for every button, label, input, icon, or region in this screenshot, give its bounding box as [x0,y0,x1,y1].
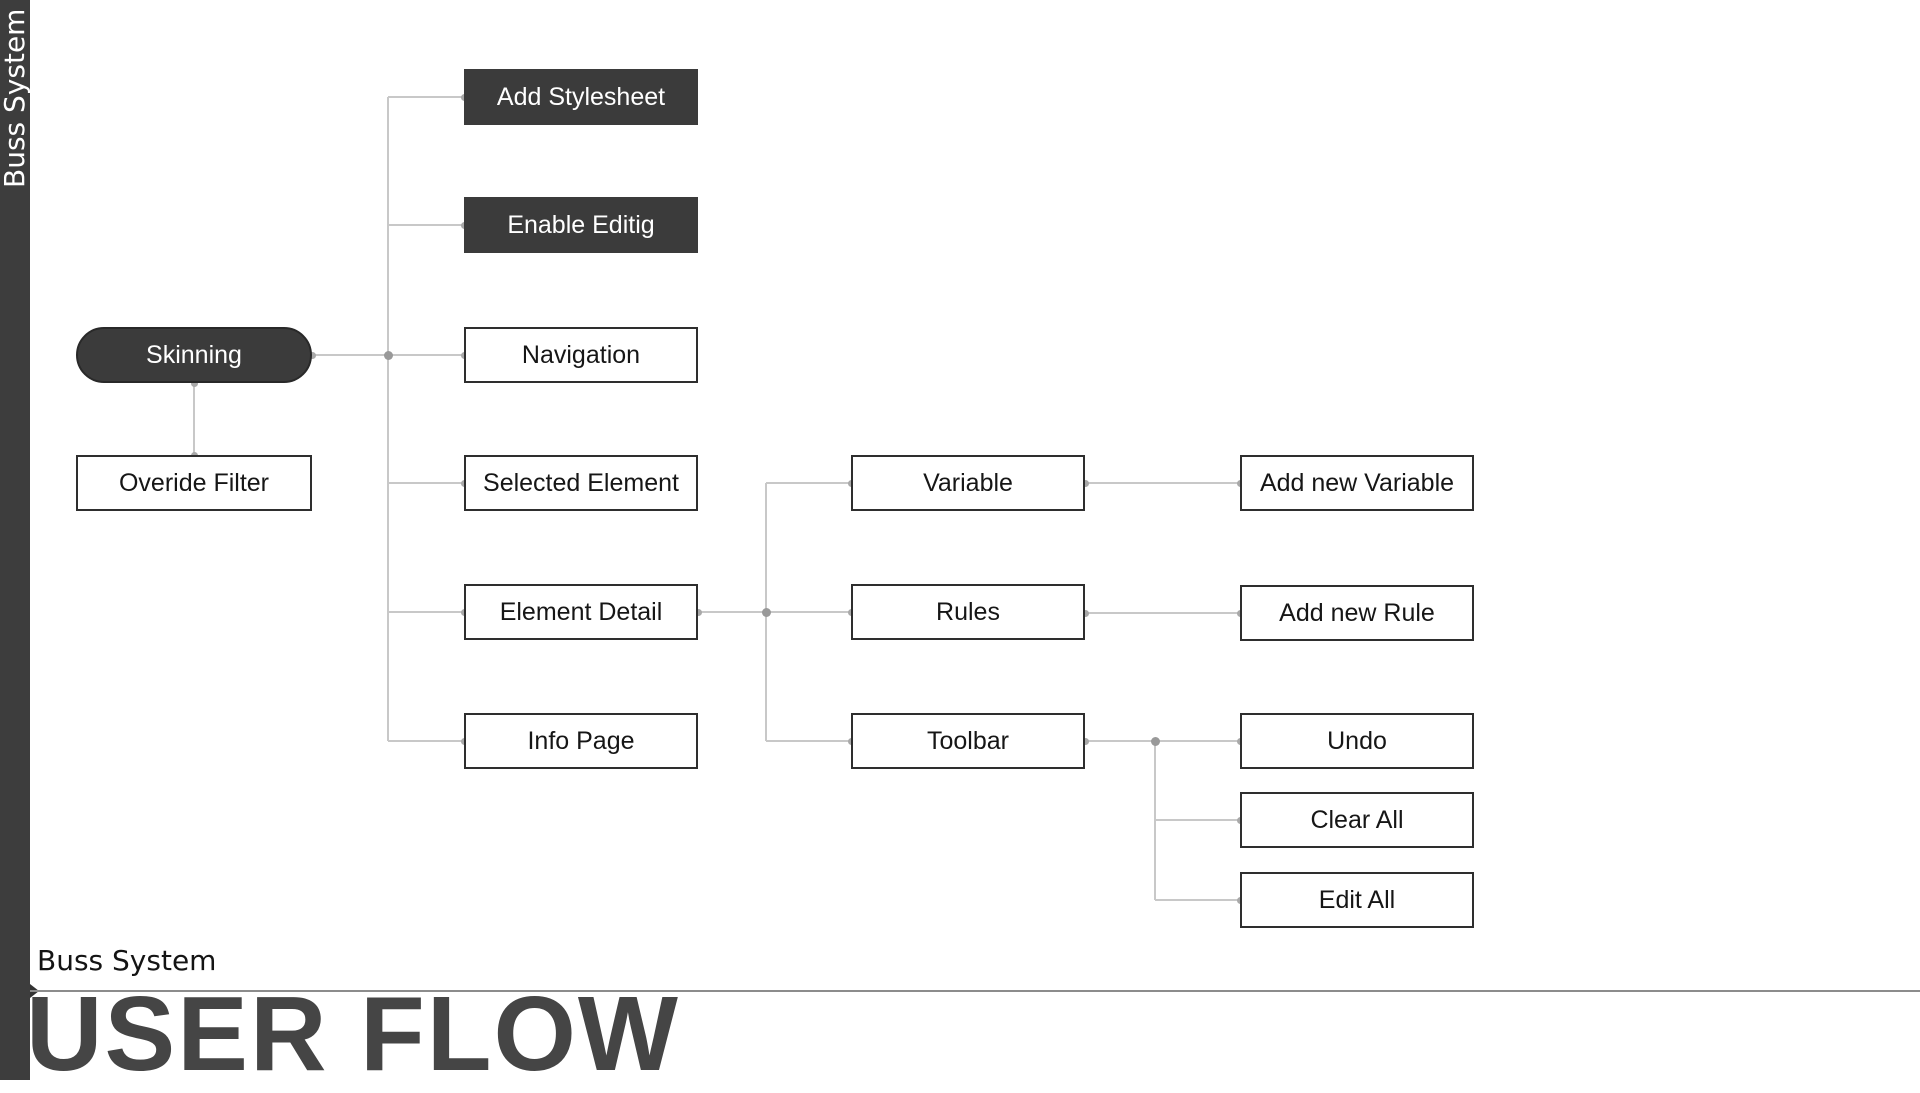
connector-line [1155,899,1240,901]
connector-line [388,740,464,742]
connector-endpoint-dot [1081,479,1089,487]
node-toolbar[interactable]: Toolbar [851,713,1085,769]
sidebar: Buss System [0,0,31,1080]
node-navigation[interactable]: Navigation [464,327,698,383]
footer-divider-line [30,990,1920,992]
node-add-new-rule[interactable]: Add new Rule [1240,585,1474,641]
node-selected-element[interactable]: Selected Element [464,455,698,511]
connector-junction-dot [761,607,771,617]
node-edit-all[interactable]: Edit All [1240,872,1474,928]
node-clear-all[interactable]: Clear All [1240,792,1474,848]
connector-line [1085,612,1240,614]
page-title: USER FLOW [26,975,680,1093]
connector-line [387,97,389,741]
connector-line [388,224,464,226]
connector-line [1085,740,1240,742]
connector-line [388,482,464,484]
connector-line [1155,819,1240,821]
connector-endpoint-dot [308,351,316,359]
connector-line [698,611,851,613]
connector-endpoint-dot [694,608,702,616]
connector-endpoint-dot [1081,737,1089,745]
footer-brand-label: Buss System [37,944,217,977]
node-skinning[interactable]: Skinning [76,327,312,383]
node-add-new-variable[interactable]: Add new Variable [1240,455,1474,511]
connector-line [388,611,464,613]
node-rules[interactable]: Rules [851,584,1085,640]
connector-endpoint-dot [1081,609,1089,617]
node-undo[interactable]: Undo [1240,713,1474,769]
node-overide-filter[interactable]: Overide Filter [76,455,312,511]
node-enable-editig[interactable]: Enable Editig [464,197,698,253]
connector-endpoint-dot [190,379,198,387]
connector-junction-dot [383,350,393,360]
node-add-stylesheet[interactable]: Add Stylesheet [464,69,698,125]
connector-line [766,482,851,484]
node-info-page[interactable]: Info Page [464,713,698,769]
connector-junction-dot [1150,736,1160,746]
node-variable[interactable]: Variable [851,455,1085,511]
connector-line [193,383,195,455]
connector-line [388,96,464,98]
connector-line [766,740,851,742]
node-element-detail[interactable]: Element Detail [464,584,698,640]
connector-line [1085,482,1240,484]
